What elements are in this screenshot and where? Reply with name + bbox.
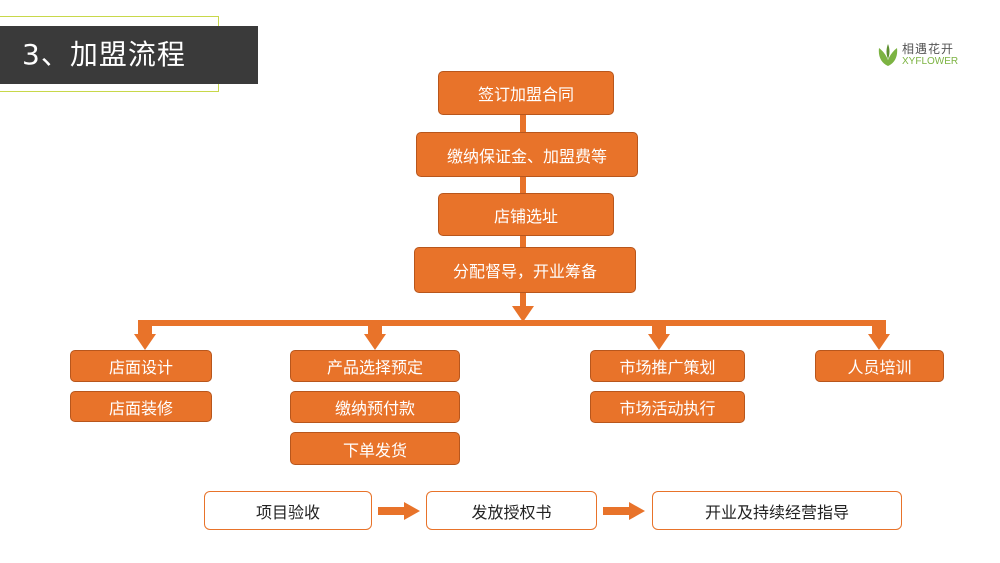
branch-item-prepayment: 缴纳预付款 xyxy=(290,391,460,423)
branch-item-store-design: 店面设计 xyxy=(70,350,212,382)
arrow-down-branch-3 xyxy=(648,334,670,350)
step-site-selection: 店铺选址 xyxy=(438,193,614,236)
final-step-opening-guidance: 开业及持续经营指导 xyxy=(652,491,902,530)
branch-item-marketing-plan: 市场推广策划 xyxy=(590,350,745,382)
logo-name-en: XYFLOWER xyxy=(902,56,959,67)
final-step-acceptance: 项目验收 xyxy=(204,491,372,530)
step-sign-contract: 签订加盟合同 xyxy=(438,71,614,115)
arrow-down-branch-4 xyxy=(868,334,890,350)
arrow-right-2 xyxy=(629,502,645,520)
logo: 相遇花开 XYFLOWER xyxy=(877,42,967,70)
arrow-down-branch-1 xyxy=(134,334,156,350)
branch-item-marketing-execution: 市场活动执行 xyxy=(590,391,745,423)
page-title: 3、加盟流程 xyxy=(22,38,186,71)
branch-item-product-order: 产品选择预定 xyxy=(290,350,460,382)
branch-item-staff-training: 人员培训 xyxy=(815,350,944,382)
final-step-authorization: 发放授权书 xyxy=(426,491,597,530)
arrow-down-branch-2 xyxy=(364,334,386,350)
flower-icon xyxy=(878,44,898,66)
step-pay-fees: 缴纳保证金、加盟费等 xyxy=(416,132,638,177)
arrow-right-1 xyxy=(404,502,420,520)
logo-name-cn: 相遇花开 xyxy=(902,42,955,56)
arrow-down-trunk xyxy=(512,306,534,322)
branch-item-store-renovation: 店面装修 xyxy=(70,391,212,422)
title-bar xyxy=(0,26,258,84)
step-prepare-opening: 分配督导，开业筹备 xyxy=(414,247,636,293)
branch-item-shipping: 下单发货 xyxy=(290,432,460,465)
